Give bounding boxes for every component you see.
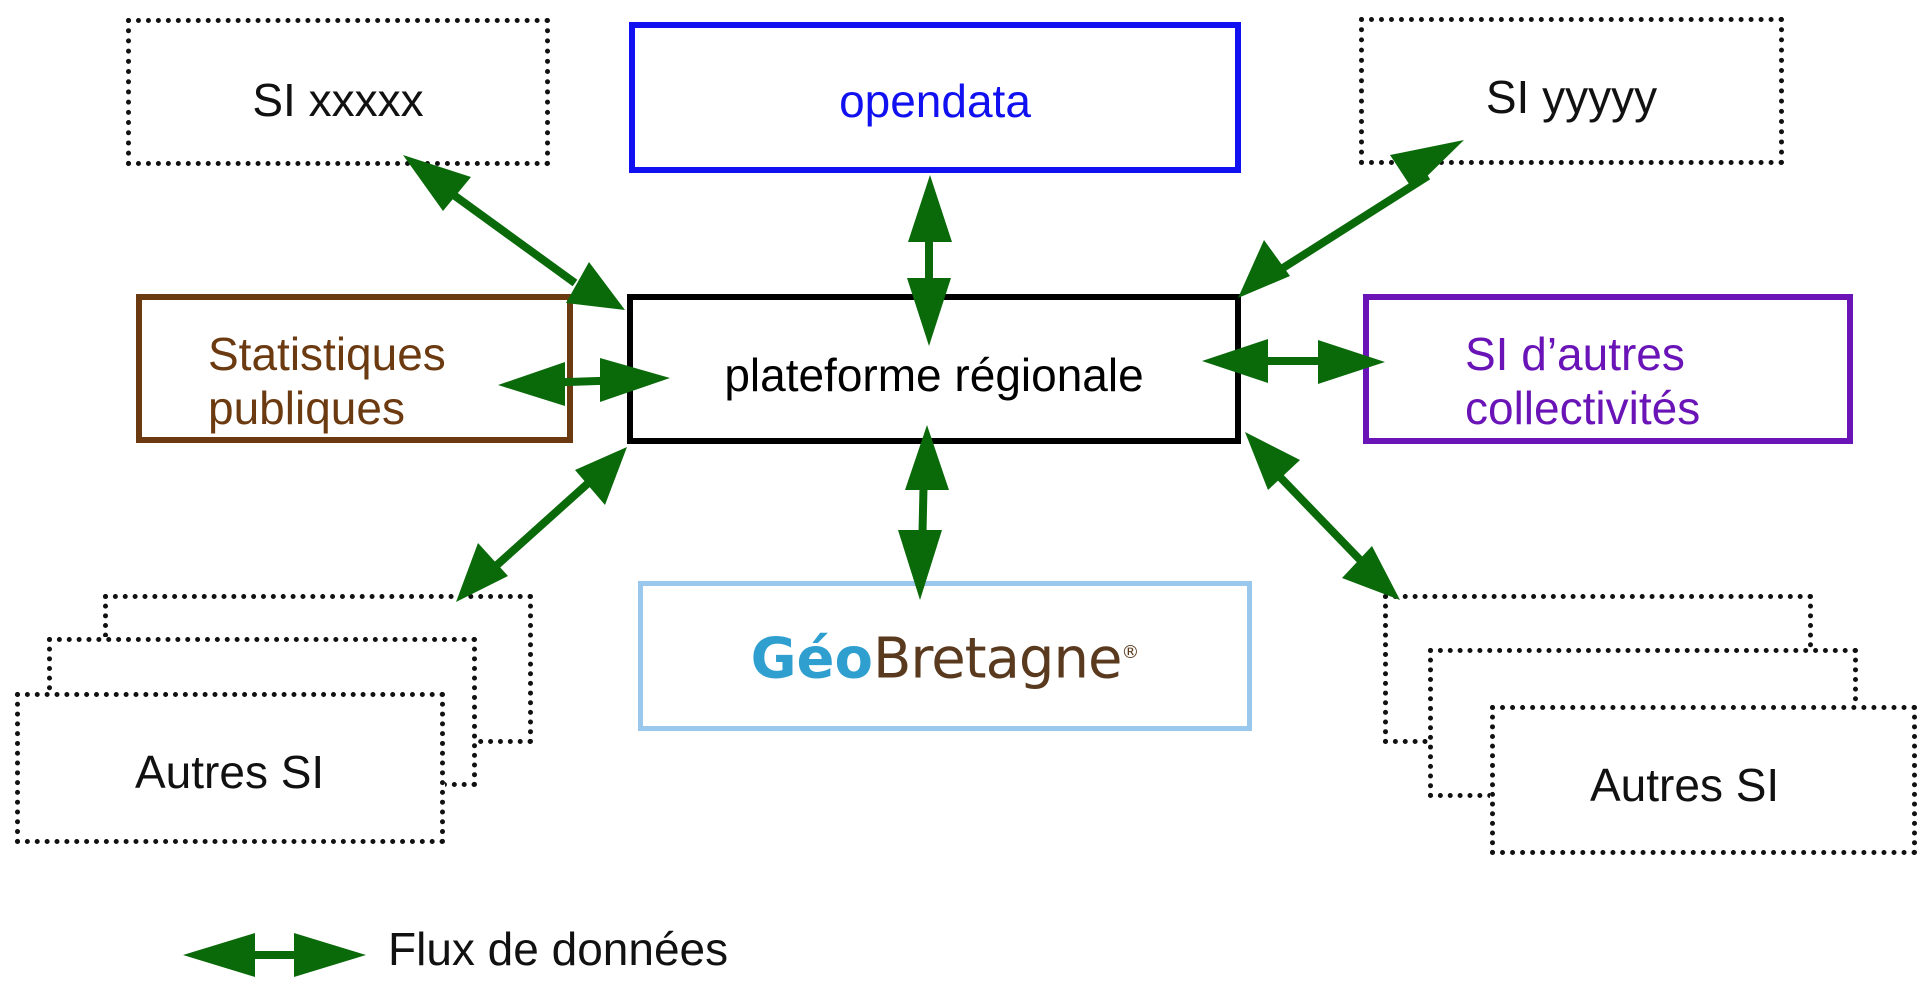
node-si-xxxxx-label: SI xxxxx	[252, 74, 424, 126]
node-autres-si-right-label: Autres SI	[1590, 759, 1780, 811]
node-opendata-label: opendata	[839, 75, 1031, 127]
node-si-autres-collectivites: SI d’autres collectivités	[1363, 294, 1853, 444]
legend-label: Flux de données	[388, 923, 729, 975]
node-si-autres-collectivites-label: SI d’autres collectivités	[1465, 328, 1701, 434]
node-autres-si-right: Autres SI	[1490, 705, 1917, 855]
node-plateforme-regionale-label: plateforme régionale	[724, 349, 1144, 401]
edge-plateforme-geobretagne	[898, 425, 949, 600]
node-geobretagne: GéoBretagne®	[638, 581, 1252, 731]
node-si-yyyyy-label: SI yyyyy	[1485, 71, 1658, 123]
edge-plateforme-si-xxxxx	[403, 155, 625, 310]
edge-plateforme-autres-si-right	[1245, 432, 1400, 600]
node-si-yyyyy: SI yyyyy	[1359, 17, 1784, 165]
node-si-xxxxx: SI xxxxx	[126, 18, 550, 166]
node-opendata: opendata	[629, 22, 1241, 173]
node-autres-si-left: Autres SI	[15, 692, 445, 844]
node-statistiques-publiques-label: Statistiques publiques	[208, 328, 446, 434]
edge-plateforme-autres-si-left	[456, 447, 627, 602]
geobretagne-logo: GéoBretagne®	[750, 626, 1140, 692]
node-statistiques-publiques: Statistiques publiques	[136, 294, 573, 443]
node-plateforme-regionale: plateforme régionale	[627, 294, 1241, 444]
legend-arrow-icon	[183, 933, 366, 977]
node-autres-si-left-label: Autres SI	[135, 746, 325, 798]
